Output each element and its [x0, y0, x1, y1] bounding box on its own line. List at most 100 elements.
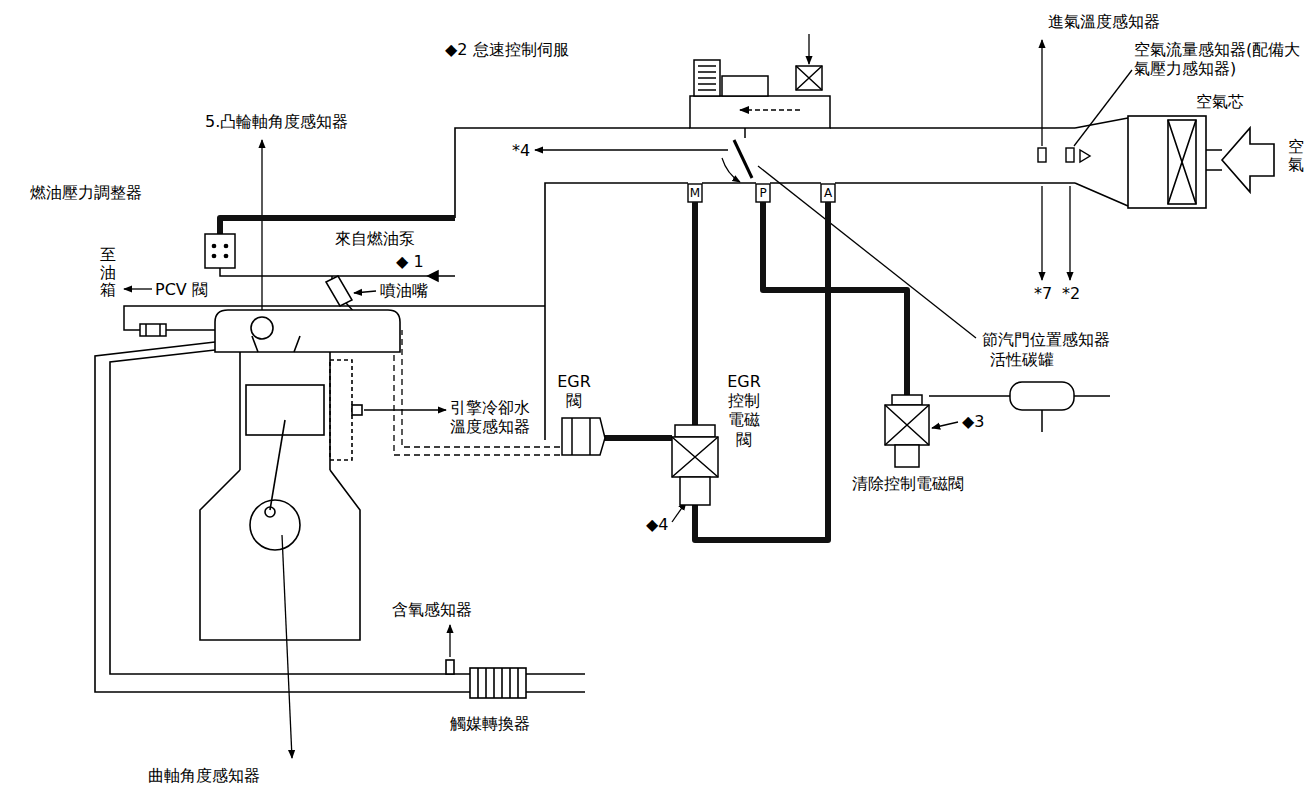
purge-solenoid	[885, 395, 929, 467]
engine	[251, 317, 273, 339]
callout-number: ◆ 1	[396, 252, 424, 271]
engine	[252, 336, 300, 352]
purge-solenoid	[895, 445, 919, 467]
idle-servo	[740, 109, 800, 111]
air-sensors	[1080, 150, 1090, 162]
fuel-system	[428, 271, 438, 281]
egr-valve	[562, 418, 605, 455]
sensor-label: 曲軸角度感知器	[148, 766, 260, 785]
fuel-system	[212, 254, 215, 257]
vacuum-hoses	[220, 202, 907, 540]
leader-arrows	[535, 149, 728, 150]
canister	[929, 382, 1110, 432]
part-label: 清除控制電磁閥	[852, 474, 964, 493]
vacuum-hoses	[695, 202, 828, 540]
sensor-label: 空氣流量感知器(配備大 氣壓力感知器)	[1134, 40, 1306, 78]
exhaust-system	[110, 350, 470, 674]
air-sensors	[1038, 148, 1090, 162]
air-flow-arrow	[1222, 128, 1274, 192]
flow-label: 來自燃油泵	[335, 229, 415, 248]
engine	[250, 500, 300, 550]
idle-servo	[796, 66, 822, 90]
idle-servo	[796, 66, 822, 90]
egr-valve	[562, 418, 605, 455]
purge-solenoid	[885, 405, 929, 445]
throttle-valve	[722, 158, 740, 182]
pcv-hose	[146, 324, 160, 336]
leader-arrows	[282, 535, 292, 758]
vacuum-hoses	[692, 202, 698, 425]
egr-solenoid	[672, 437, 718, 477]
leader-arrows	[1041, 40, 1042, 146]
exhaust-system	[470, 668, 526, 698]
egr-solenoid	[675, 425, 715, 437]
fuel-system	[205, 234, 455, 314]
sensor-label: 5.凸輪軸角度感知器	[205, 112, 348, 131]
part-label: PCV 閥	[155, 280, 208, 299]
air-cleaner	[1206, 150, 1222, 170]
fuel-system	[212, 244, 215, 247]
engine	[270, 420, 285, 510]
part-label: 空氣芯	[1196, 92, 1244, 111]
sensor-label: 含氧感知器	[392, 600, 472, 619]
callout-number: ◆4	[646, 515, 668, 534]
leader-arrows	[1069, 186, 1070, 280]
exhaust-system	[95, 342, 585, 698]
callout-number: *2	[1062, 284, 1080, 303]
port-letter: P	[756, 186, 770, 200]
air-cleaner	[1168, 120, 1196, 204]
part-label: 活性碳罐	[990, 350, 1054, 369]
engine	[200, 470, 360, 640]
vacuum-hoses	[763, 202, 907, 395]
engine	[240, 352, 330, 470]
part-label: 燃油壓力調整器	[30, 183, 142, 202]
callout-number: *4	[512, 141, 530, 160]
leader-arrows	[932, 422, 958, 428]
leader-arrows	[354, 291, 376, 293]
idle-servo	[690, 96, 830, 128]
callout-number: ◆3	[962, 412, 984, 431]
throttle-valve	[722, 140, 752, 182]
egr-passage	[402, 330, 560, 447]
air-cleaner	[1128, 116, 1206, 208]
engine	[215, 310, 400, 352]
engine	[330, 360, 352, 460]
canister	[1010, 382, 1074, 410]
egr-passage	[394, 330, 560, 455]
egr-solenoid	[672, 425, 718, 505]
port-letter: M	[688, 186, 702, 200]
egr-solenoid	[680, 477, 710, 505]
air-cleaner	[1168, 120, 1196, 204]
fuel-system	[224, 244, 227, 247]
air-cleaner	[1128, 116, 1222, 208]
exhaust-system	[95, 342, 470, 692]
idle-servo	[722, 76, 768, 96]
pcv-hose	[140, 324, 166, 336]
part-label: 觸媒轉換器	[450, 714, 530, 733]
callout-label: ◆2 怠速控制伺服	[445, 40, 569, 59]
intake-duct	[455, 118, 1128, 440]
egr-solenoid	[672, 437, 718, 477]
idle-servo	[698, 66, 716, 90]
vacuum-ports	[821, 184, 835, 202]
part-label: EGR 閥	[556, 372, 592, 410]
leader-arrows	[364, 409, 446, 410]
leader-arrows	[758, 166, 976, 338]
flow-label: 空氣	[1288, 138, 1304, 173]
idle-servo	[744, 128, 746, 138]
intake-duct	[1075, 118, 1128, 206]
vacuum-ports	[688, 184, 835, 202]
callout-number: *7	[1034, 284, 1052, 303]
air-sensors	[1038, 148, 1046, 162]
engine	[265, 507, 275, 517]
engine	[200, 310, 400, 640]
vacuum-ports	[756, 184, 770, 202]
air-sensors	[1066, 148, 1074, 162]
leader-arrows	[261, 140, 262, 316]
leader-arrows	[124, 288, 152, 289]
intake-duct	[545, 183, 1075, 440]
exhaust-system	[526, 674, 585, 692]
throttle-valve	[734, 140, 752, 178]
